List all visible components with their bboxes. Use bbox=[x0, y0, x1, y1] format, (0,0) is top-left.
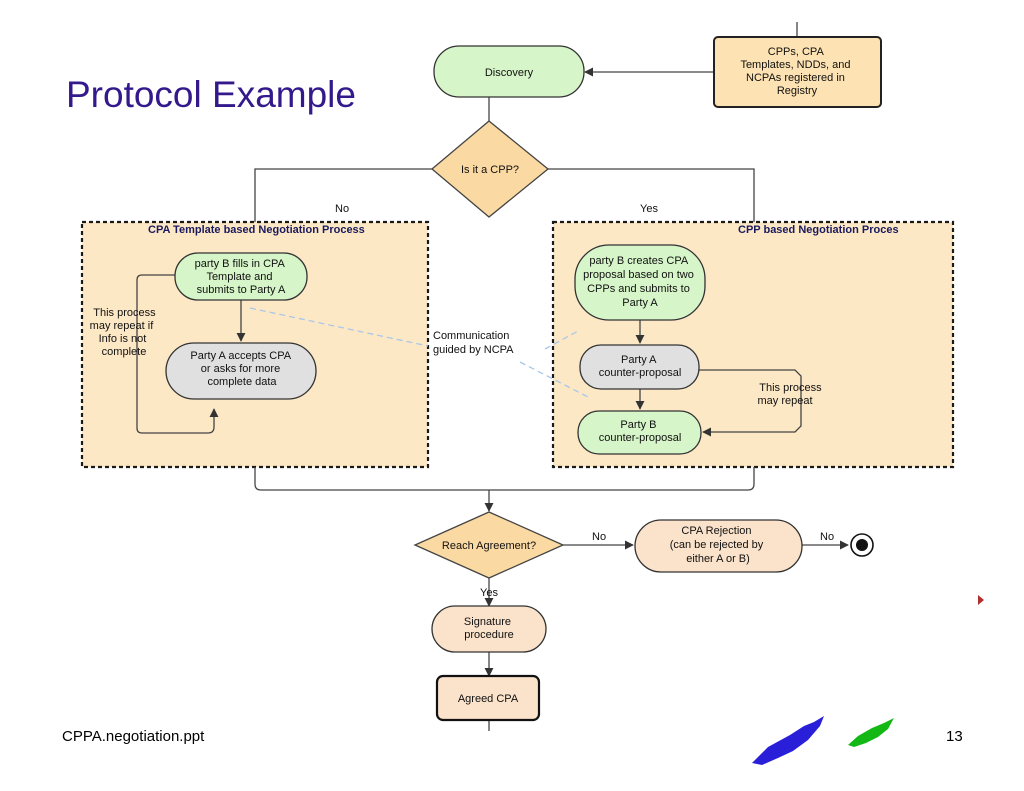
discovery-label: Discovery bbox=[485, 67, 534, 79]
party-b-counter-node bbox=[577, 410, 702, 455]
agreed-cpa-node bbox=[435, 674, 541, 722]
label-yes-right: Yes bbox=[640, 203, 658, 215]
slide-title: Protocol Example bbox=[66, 74, 356, 115]
communication-label: Communication guided by NCPA bbox=[433, 330, 514, 356]
signature-node bbox=[431, 605, 547, 653]
right-region-title: CPP based Negotiation Proces bbox=[738, 224, 899, 236]
logo-green-stroke bbox=[848, 718, 894, 747]
end-node bbox=[850, 533, 874, 557]
footer-filename: CPPA.negotiation.ppt bbox=[62, 728, 205, 745]
party-a-counter-label: Party A counter-proposal bbox=[599, 354, 682, 379]
party-b-creates-label: party B creates CPA proposal based on tw… bbox=[583, 255, 697, 309]
registry-box bbox=[713, 36, 882, 108]
label-no-end: No bbox=[820, 531, 834, 543]
agreed-cpa-label: Agreed CPA bbox=[458, 693, 519, 705]
reach-agreement-label: Reach Agreement? bbox=[442, 540, 536, 552]
party-a-accepts-node bbox=[165, 342, 317, 400]
repeat-note-right: This process may repeat bbox=[757, 382, 824, 407]
is-cpp-label: Is it a CPP? bbox=[461, 164, 519, 176]
signature-label: Signature procedure bbox=[464, 616, 514, 641]
repeat-note-left: This process may repeat if Info is not c… bbox=[90, 307, 159, 358]
party-b-fills-label: party B fills in CPA Template and submit… bbox=[195, 258, 288, 296]
label-yes-agreement: Yes bbox=[480, 587, 498, 599]
reach-agreement-decision bbox=[413, 511, 565, 579]
registry-label: CPPs, CPA Templates, NDDs, and NCPAs reg… bbox=[740, 46, 853, 97]
left-region-title: CPA Template based Negotiation Process bbox=[148, 224, 365, 236]
label-no-agreement: No bbox=[592, 531, 606, 543]
cpa-rejection-node bbox=[634, 519, 803, 573]
label-no-left: No bbox=[335, 203, 349, 215]
is-cpp-decision bbox=[430, 120, 550, 218]
cpa-rejection-label: CPA Rejection (can be rejected by either… bbox=[670, 525, 767, 565]
stray-mark bbox=[978, 595, 984, 605]
party-a-counter-node bbox=[579, 344, 700, 390]
party-b-creates-node bbox=[574, 244, 706, 321]
logo-blue-stroke bbox=[752, 716, 824, 765]
party-b-fills-node bbox=[174, 252, 308, 301]
party-b-counter-label: Party B counter-proposal bbox=[599, 419, 682, 444]
party-a-accepts-label: Party A accepts CPA or asks for more com… bbox=[190, 350, 293, 388]
page-number: 13 bbox=[946, 728, 963, 745]
discovery-node bbox=[433, 45, 585, 98]
